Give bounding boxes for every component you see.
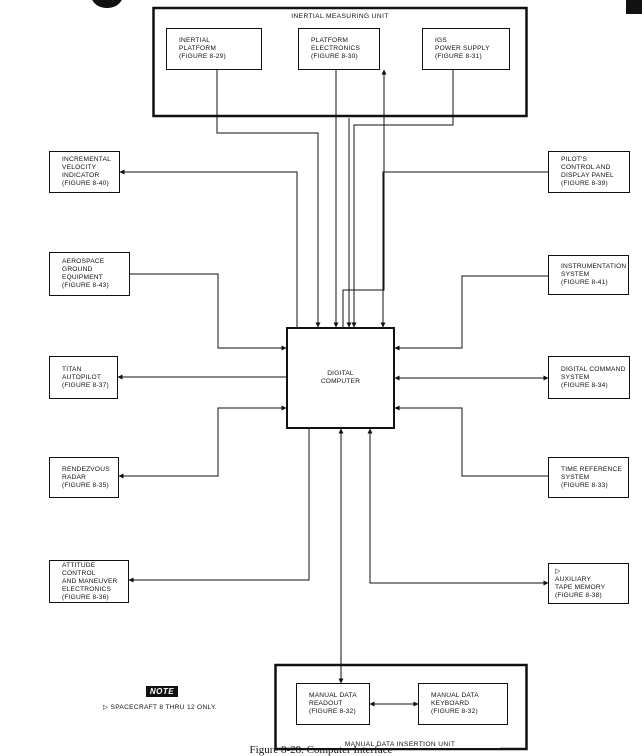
block-label-line: MANUAL DATA	[431, 692, 479, 699]
block-label-line: (FIGURE 8-32)	[431, 708, 478, 715]
imu-title: INERTIAL MEASURING UNIT	[220, 13, 460, 20]
block-label-line: (FIGURE 8-30)	[311, 53, 358, 60]
block-label-line: AUTOPILOT	[62, 373, 102, 381]
block-label-line: (FIGURE 8-41)	[561, 279, 608, 286]
line-incremental-velocity	[119, 169, 298, 327]
block-label-line: INCREMENTAL	[62, 156, 111, 163]
block-label-line: ATTITUDE CONTROL	[62, 561, 96, 577]
block-label-line: GROUND EQUIPMENT	[62, 266, 103, 281]
block-label-line: (FIGURE 8-43)	[62, 282, 109, 289]
line-pilots-panel	[380, 171, 548, 328]
block-label-line: AEROSPACE	[62, 258, 105, 265]
line-attitude-control	[128, 429, 310, 583]
block-label-line: (FIGURE 8-36)	[62, 593, 109, 601]
figure-caption: Figure 8-28. Computer Interface	[249, 744, 393, 756]
block-label-line: VELOCITY	[62, 164, 97, 171]
logo-mark	[90, 0, 124, 8]
block-label-line: SYSTEM	[561, 473, 590, 481]
block-label-line: (FIGURE 8-37)	[62, 381, 109, 389]
block-label-line: TITAN	[62, 365, 82, 373]
line-rendezvous-radar	[118, 405, 287, 479]
block-label-line: CONTROL AND	[561, 164, 611, 171]
line-aerospace-ground	[130, 273, 287, 351]
block-label-line: POWER SUPPLY	[435, 45, 490, 52]
block-label-line: (FIGURE 8-40)	[62, 180, 109, 187]
block-label-line: PLATFORM	[179, 45, 217, 52]
block-label-line: KEYBOARD	[431, 700, 470, 707]
line-computer-to-platform	[342, 69, 387, 328]
block-label-line: (FIGURE 8-32)	[309, 708, 356, 715]
block-label-line: INSTRUMENTATION	[561, 263, 627, 270]
block-label-line: TAPE MEMORY	[555, 583, 606, 591]
block-label-line: DISPLAY PANEL	[561, 172, 614, 179]
block-label-line: RENDEZVOUS	[62, 465, 110, 473]
flag-icon: ▷	[103, 704, 109, 711]
line-time-reference	[394, 405, 548, 477]
block-label-line: ELECTRONICS	[311, 45, 361, 52]
block-label-line: SYSTEM	[561, 271, 590, 278]
mdiu-title: MANUAL DATA INSERTION UNIT	[300, 741, 500, 748]
corner-mark	[626, 0, 642, 14]
block-label-line: AND MANEUVER	[62, 577, 118, 585]
block-label-line: SYSTEM	[561, 373, 590, 381]
block-label-line: READOUT	[309, 700, 343, 707]
block-label-line: RADAR	[62, 473, 87, 481]
block-label-line: TIME REFERENCE	[561, 465, 623, 473]
block-label-line: (FIGURE 8-33)	[561, 481, 608, 489]
block-label-line: INERTIAL	[179, 37, 211, 44]
block-label-line: AUXILIARY	[555, 575, 592, 583]
mdiu-frame	[274, 663, 528, 751]
block-label-line: DIGITAL	[327, 370, 354, 377]
block-label-line: (FIGURE 8-29)	[179, 53, 226, 60]
note-badge: NOTE	[146, 686, 178, 697]
imu-frame	[152, 6, 528, 118]
block-label-line: PLATFORM	[311, 37, 349, 44]
block-label-line: (FIGURE 8-39)	[561, 180, 608, 187]
line-power	[351, 70, 454, 328]
line-auxiliary-tape	[367, 428, 549, 586]
block-label-line: (FIGURE 8-35)	[62, 481, 109, 489]
block-label-line: IGS	[435, 37, 447, 44]
block-label-line: MANUAL DATA	[309, 692, 357, 699]
block-label-line: (FIGURE 8-31)	[435, 53, 482, 60]
block-label-line: (FIGURE 8-34)	[561, 381, 608, 389]
note-text-label: SPACECRAFT 8 THRU 12 ONLY.	[110, 704, 218, 711]
block-label-line: ELECTRONICS	[62, 585, 112, 593]
block-label-line: PILOT'S	[561, 156, 588, 163]
block-label-line: INDICATOR	[62, 172, 100, 179]
block-label-line: (FIGURE 8-38)	[555, 591, 602, 599]
line-platform	[216, 70, 321, 328]
block-label-line: DIGITAL COMMAND	[561, 365, 626, 373]
line-instrumentation	[394, 275, 548, 351]
note-text: ▷ SPACECRAFT 8 THRU 12 ONLY.	[103, 703, 217, 711]
block-label-line: COMPUTER	[320, 378, 361, 385]
